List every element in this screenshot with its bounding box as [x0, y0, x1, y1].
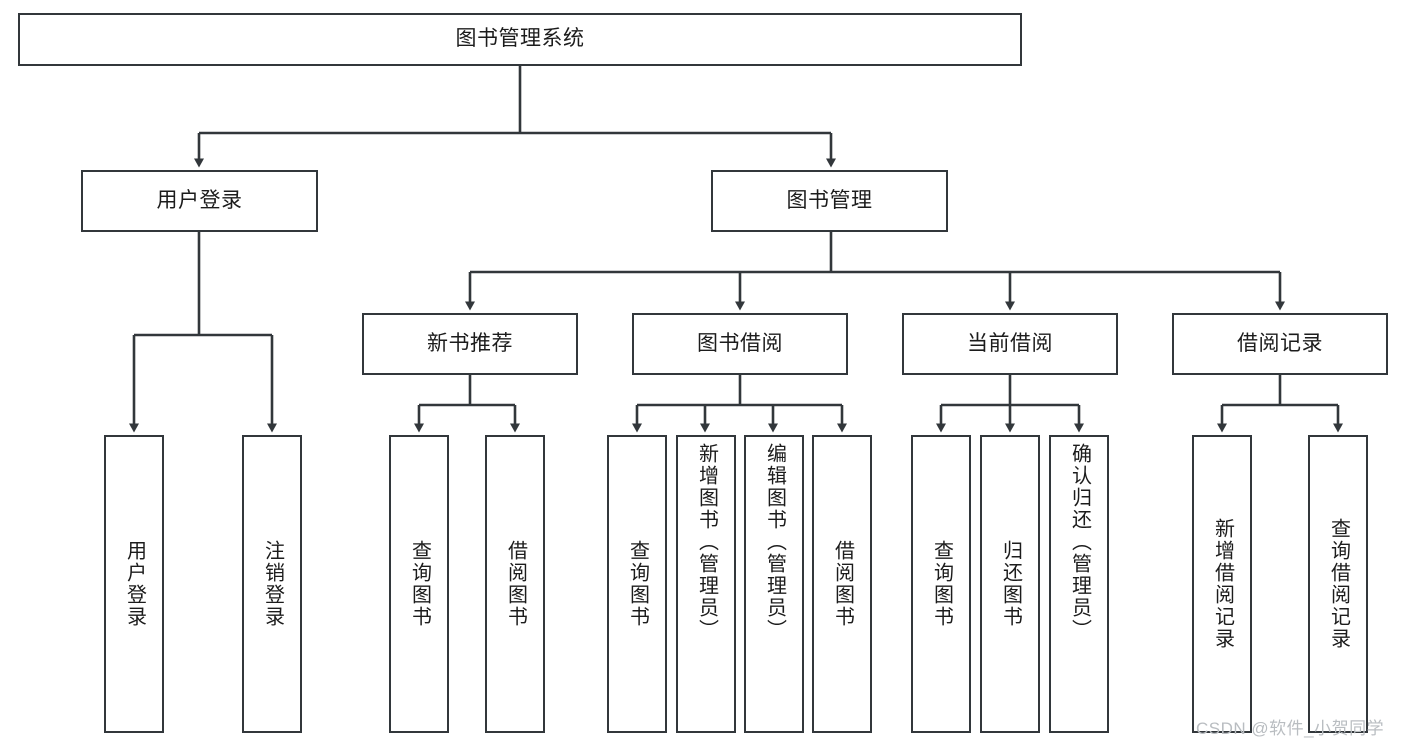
node-label-leaf-add-book: 新增图书（管理员） — [695, 443, 718, 641]
node-leaf-edit-book[interactable]: 编辑图书（管理员） — [744, 435, 804, 733]
node-label-root: 图书管理系统 — [455, 27, 585, 51]
node-current-borrow[interactable]: 当前借阅 — [902, 313, 1118, 375]
node-label-leaf-borrow-book-2: 借阅图书 — [831, 540, 854, 628]
node-label-leaf-edit-book: 编辑图书（管理员） — [763, 443, 786, 641]
node-label-leaf-query-book-2: 查询图书 — [626, 540, 649, 628]
node-borrow-record[interactable]: 借阅记录 — [1172, 313, 1388, 375]
node-new-book-recommend[interactable]: 新书推荐 — [362, 313, 578, 375]
node-label-leaf-confirm-return: 确认归还（管理员） — [1068, 443, 1091, 641]
node-label-user-login: 用户登录 — [156, 188, 243, 212]
node-book-management[interactable]: 图书管理 — [711, 170, 948, 232]
node-leaf-borrow-book-1[interactable]: 借阅图书 — [485, 435, 545, 733]
node-label-book-borrow: 图书借阅 — [697, 331, 783, 355]
node-leaf-borrow-book-2[interactable]: 借阅图书 — [812, 435, 872, 733]
node-root-system[interactable]: 图书管理系统 — [18, 13, 1022, 66]
node-label-leaf-return-book: 归还图书 — [999, 540, 1022, 628]
node-label-book-management: 图书管理 — [786, 188, 873, 212]
node-leaf-return-book[interactable]: 归还图书 — [980, 435, 1040, 733]
csdn-watermark: CSDN @软件_小贺同学 — [1196, 719, 1385, 738]
node-label-leaf-query-record: 查询借阅记录 — [1327, 518, 1350, 650]
node-label-current-borrow: 当前借阅 — [967, 331, 1053, 355]
node-leaf-logout[interactable]: 注销登录 — [242, 435, 302, 733]
node-leaf-query-book-1[interactable]: 查询图书 — [389, 435, 449, 733]
node-leaf-add-record[interactable]: 新增借阅记录 — [1192, 435, 1252, 733]
node-leaf-add-book[interactable]: 新增图书（管理员） — [676, 435, 736, 733]
node-label-leaf-user-login: 用户登录 — [123, 540, 146, 628]
node-book-borrow[interactable]: 图书借阅 — [632, 313, 848, 375]
node-leaf-query-record[interactable]: 查询借阅记录 — [1308, 435, 1368, 733]
node-label-borrow-record: 借阅记录 — [1237, 331, 1323, 355]
node-user-login[interactable]: 用户登录 — [81, 170, 318, 232]
node-leaf-confirm-return[interactable]: 确认归还（管理员） — [1049, 435, 1109, 733]
node-label-leaf-logout: 注销登录 — [261, 540, 284, 628]
node-leaf-query-book-2[interactable]: 查询图书 — [607, 435, 667, 733]
node-leaf-user-login[interactable]: 用户登录 — [104, 435, 164, 733]
node-label-leaf-borrow-book-1: 借阅图书 — [504, 540, 527, 628]
node-label-leaf-query-book-1: 查询图书 — [408, 540, 431, 628]
node-label-new-book-recommend: 新书推荐 — [427, 331, 513, 355]
node-leaf-query-book-3[interactable]: 查询图书 — [911, 435, 971, 733]
node-label-leaf-query-book-3: 查询图书 — [930, 540, 953, 628]
node-label-leaf-add-record: 新增借阅记录 — [1211, 518, 1234, 650]
